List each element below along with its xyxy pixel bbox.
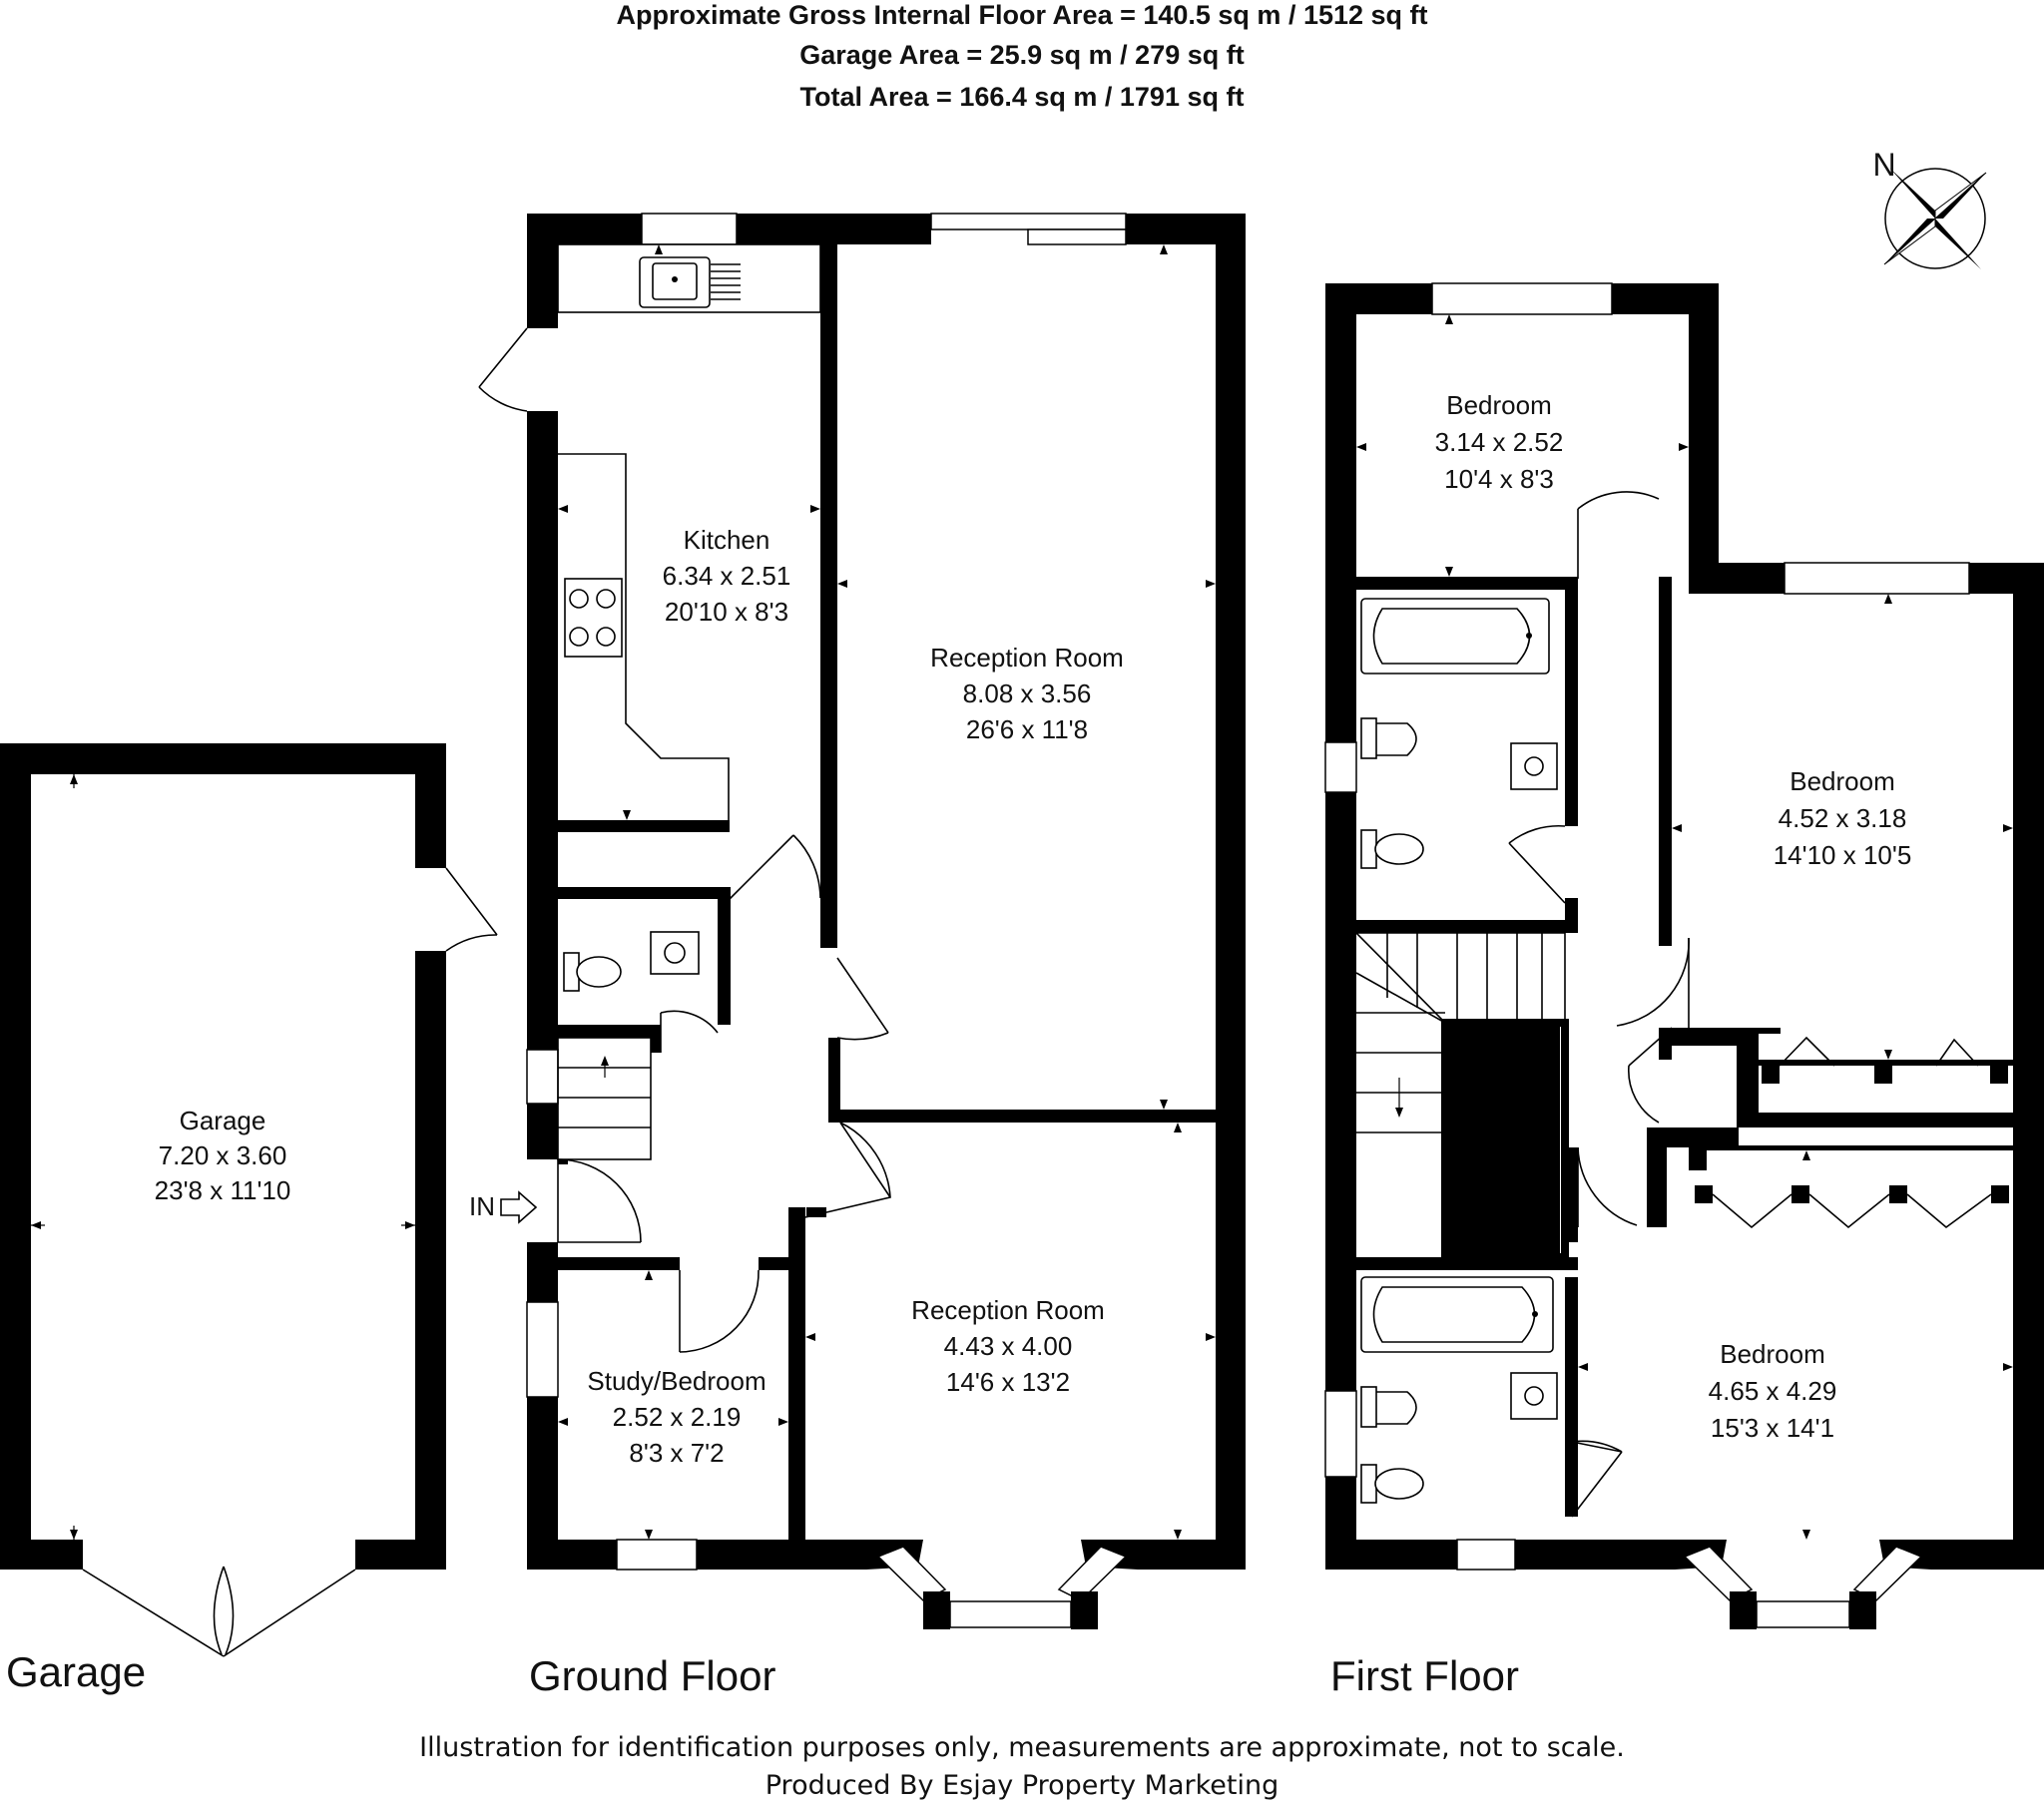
room-kitchen: Kitchen 6.34 x 2.51 20'10 x 8'3: [663, 525, 791, 627]
room-name: Bedroom: [1446, 390, 1552, 420]
room-metric: 8.08 x 3.56: [963, 678, 1092, 708]
first-floor-plan: [1324, 282, 2044, 1629]
room-reception-1: Reception Room 8.08 x 3.56 26'6 x 11'8: [930, 643, 1124, 744]
floor-label-ground: Ground Floor: [529, 1652, 775, 1699]
room-bedroom-3: Bedroom 4.65 x 4.29 15'3 x 14'1: [1709, 1339, 1837, 1443]
room-imperial: 8'3 x 7'2: [629, 1438, 724, 1468]
room-study: Study/Bedroom 2.52 x 2.19 8'3 x 7'2: [587, 1366, 766, 1468]
room-name: Reception Room: [930, 643, 1124, 673]
total-area: Total Area = 166.4 sq m / 1791 sq ft: [800, 82, 1245, 112]
room-name: Bedroom: [1720, 1339, 1825, 1369]
gross-floor-area: Approximate Gross Internal Floor Area = …: [616, 0, 1427, 30]
room-imperial: 26'6 x 11'8: [966, 714, 1088, 744]
garage-area: Garage Area = 25.9 sq m / 279 sq ft: [799, 40, 1244, 70]
room-metric: 6.34 x 2.51: [663, 561, 791, 591]
disclaimer: Illustration for identification purposes…: [419, 1732, 1625, 1763]
room-imperial: 20'10 x 8'3: [665, 597, 788, 627]
room-name: Kitchen: [684, 525, 770, 555]
producer-credit: Produced By Esjay Property Marketing: [766, 1770, 1278, 1801]
room-imperial: 14'6 x 13'2: [946, 1367, 1070, 1397]
garage-plan: [0, 743, 498, 1657]
floor-label-first: First Floor: [1330, 1652, 1519, 1699]
room-name: Reception Room: [911, 1295, 1105, 1325]
room-reception-2: Reception Room 4.43 x 4.00 14'6 x 13'2: [911, 1295, 1105, 1397]
room-metric: 4.65 x 4.29: [1709, 1376, 1837, 1406]
room-metric: 4.43 x 4.00: [944, 1331, 1073, 1361]
compass-north-label: N: [1872, 147, 1895, 183]
room-imperial: 14'10 x 10'5: [1774, 840, 1912, 870]
entrance-label: IN: [469, 1191, 495, 1221]
room-bedroom-2: Bedroom 4.52 x 3.18 14'10 x 10'5: [1774, 766, 1912, 870]
room-name: Garage: [180, 1106, 266, 1135]
room-imperial: 10'4 x 8'3: [1444, 464, 1554, 494]
room-name: Bedroom: [1789, 766, 1895, 796]
room-imperial: 15'3 x 14'1: [1711, 1413, 1834, 1443]
room-metric: 4.52 x 3.18: [1779, 803, 1907, 833]
room-name: Study/Bedroom: [587, 1366, 766, 1396]
ground-floor-plan: IN: [469, 213, 1246, 1629]
room-imperial: 23'8 x 11'10: [155, 1175, 291, 1205]
room-metric: 7.20 x 3.60: [159, 1140, 287, 1170]
floor-label-garage: Garage: [6, 1648, 146, 1695]
room-bedroom-1: Bedroom 3.14 x 2.52 10'4 x 8'3: [1435, 390, 1564, 494]
entrance-arrow-icon: [500, 1190, 538, 1224]
room-metric: 3.14 x 2.52: [1435, 427, 1564, 457]
room-garage: Garage 7.20 x 3.60 23'8 x 11'10: [155, 1106, 291, 1205]
compass-rose-icon: N: [1872, 147, 1987, 269]
room-metric: 2.52 x 2.19: [613, 1402, 742, 1432]
